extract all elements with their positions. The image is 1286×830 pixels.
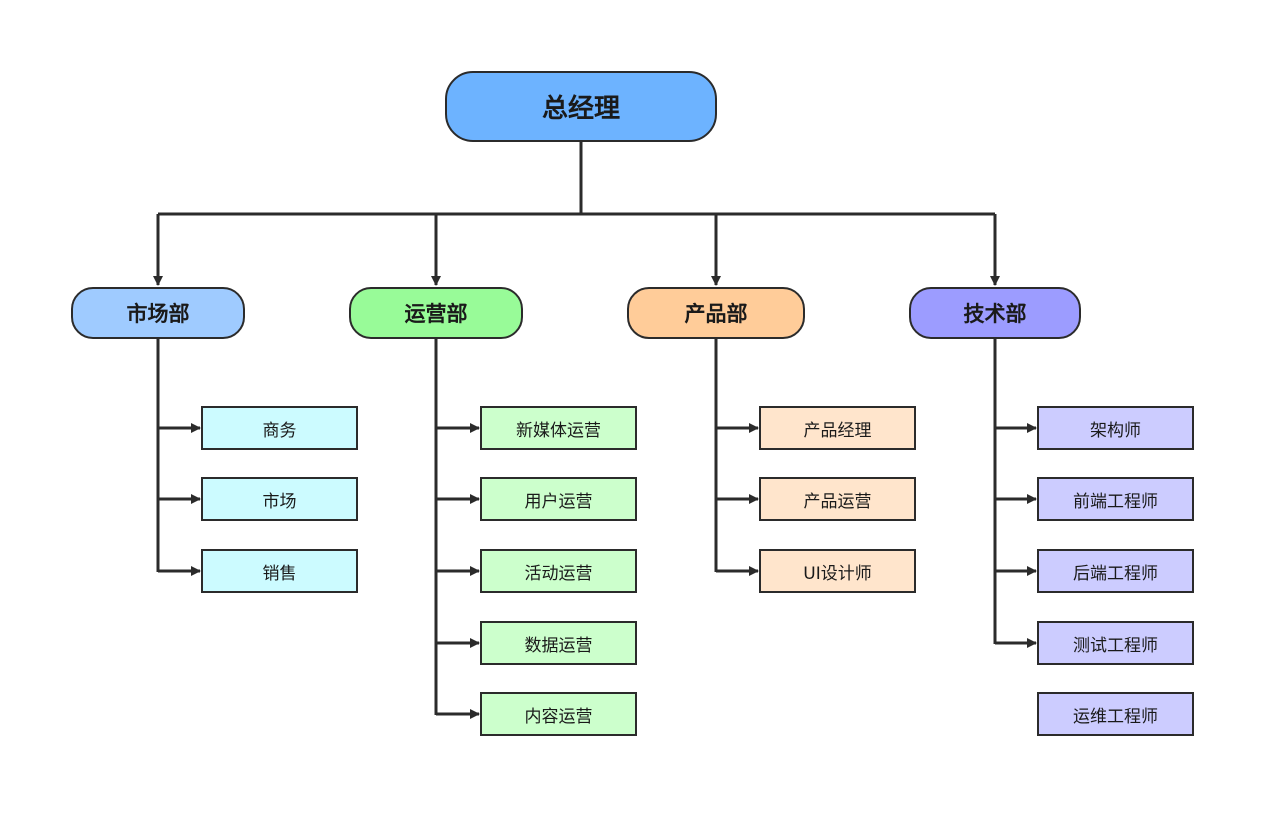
role-node-operations-1: 新媒体运营	[480, 406, 637, 450]
department-node-operations: 运营部	[349, 287, 523, 339]
role-node-operations-5: 内容运营	[480, 692, 637, 736]
role-node-tech-4: 测试工程师	[1037, 621, 1194, 665]
role-node-tech-3: 后端工程师	[1037, 549, 1194, 593]
general-manager-node: 总经理	[445, 71, 717, 142]
role-node-market-3: 销售	[201, 549, 358, 593]
role-node-tech-5: 运维工程师	[1037, 692, 1194, 736]
role-node-operations-3: 活动运营	[480, 549, 637, 593]
department-node-tech: 技术部	[909, 287, 1081, 339]
role-node-tech-2: 前端工程师	[1037, 477, 1194, 521]
role-node-product-1: 产品经理	[759, 406, 916, 450]
role-node-product-3: UI设计师	[759, 549, 916, 593]
role-node-product-2: 产品运营	[759, 477, 916, 521]
role-node-market-2: 市场	[201, 477, 358, 521]
department-node-market: 市场部	[71, 287, 245, 339]
role-node-market-1: 商务	[201, 406, 358, 450]
department-node-product: 产品部	[627, 287, 805, 339]
role-node-operations-2: 用户运营	[480, 477, 637, 521]
role-node-operations-4: 数据运营	[480, 621, 637, 665]
role-node-tech-1: 架构师	[1037, 406, 1194, 450]
